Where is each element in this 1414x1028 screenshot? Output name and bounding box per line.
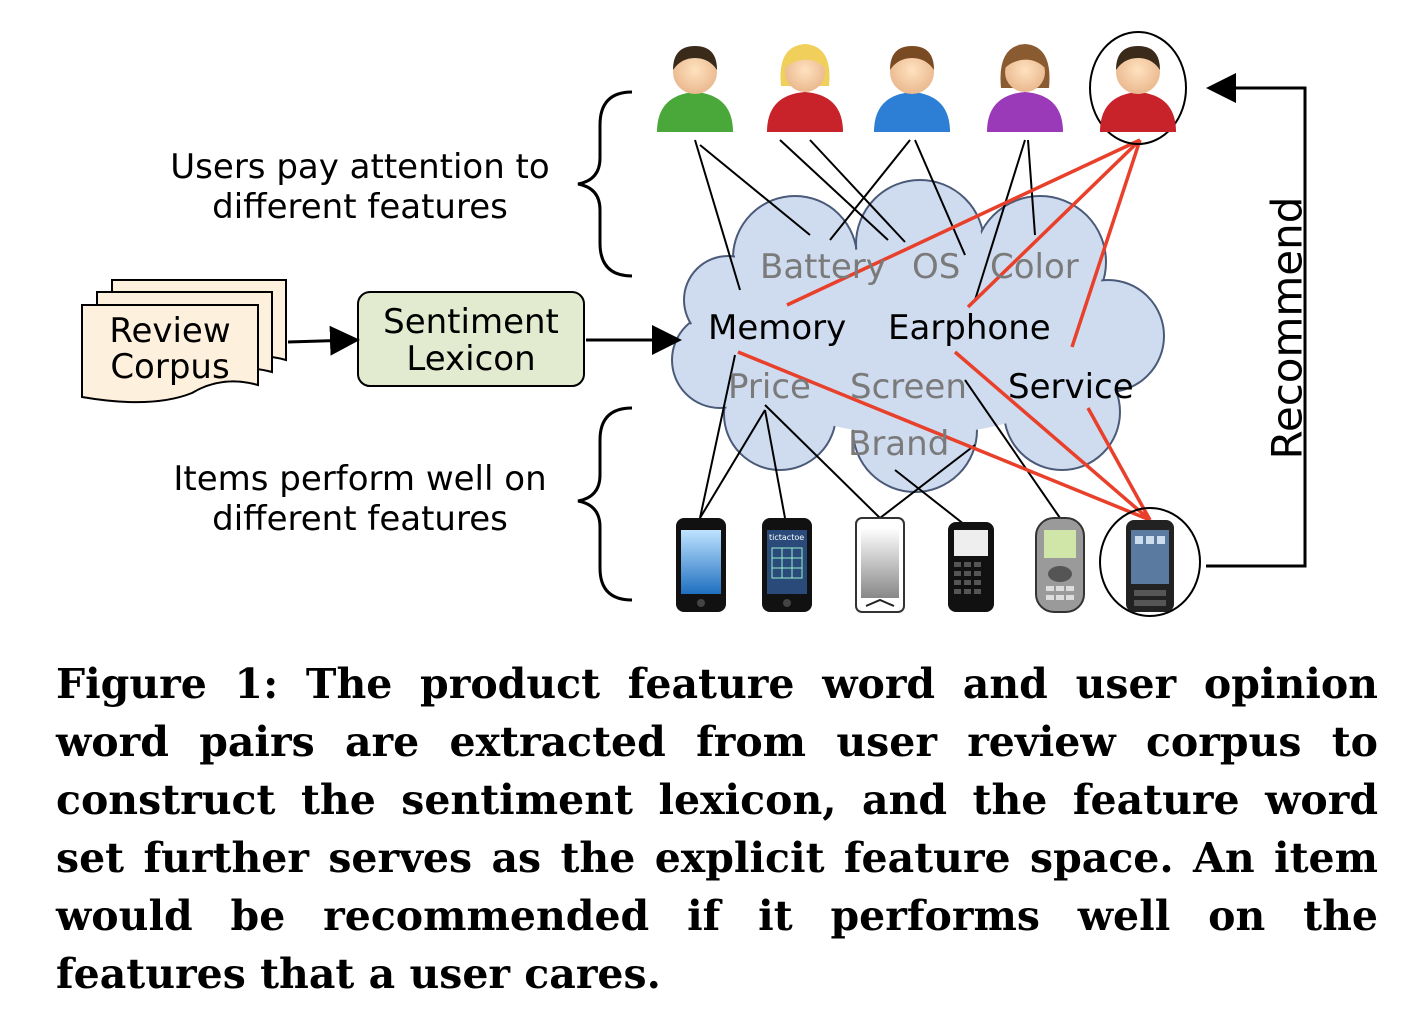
phone-icon xyxy=(948,522,994,612)
figure-diagram: Battery OS Color Memory Earphone Service… xyxy=(81,31,1312,617)
recommend-arrow xyxy=(1206,73,1307,568)
recommendation-path xyxy=(737,138,1152,522)
review-corpus-line1: Review xyxy=(109,311,230,351)
phone-icon xyxy=(676,518,726,612)
feature-earphone: Earphone xyxy=(888,308,1051,348)
feature-battery: Battery xyxy=(760,247,886,287)
target-phone-icon xyxy=(1099,507,1201,617)
phone-icon xyxy=(1035,517,1085,613)
user-icon xyxy=(987,44,1063,132)
feature-os: OS xyxy=(912,247,960,287)
review-corpus-line2: Corpus xyxy=(110,347,229,387)
item-feature-links xyxy=(699,354,1061,526)
sentiment-lexicon-box: Sentiment Lexicon xyxy=(357,291,585,387)
corpus-to-lexicon-arrow xyxy=(287,325,360,356)
user-icon xyxy=(874,46,950,132)
phone-icon: tictactoe xyxy=(762,518,812,612)
feature-service: Service xyxy=(1008,367,1134,407)
phone-screen-label: tictactoe xyxy=(769,533,804,542)
users-label-line2: different features xyxy=(212,187,508,227)
feature-brand: Brand xyxy=(848,424,949,464)
brace-icon xyxy=(577,90,633,602)
users-label-line1: Users pay attention to xyxy=(170,147,549,187)
sentiment-lexicon-line2: Lexicon xyxy=(406,339,535,379)
feature-memory: Memory xyxy=(708,308,846,348)
items-brace-label: Items perform well on different features xyxy=(173,459,546,539)
review-corpus-documents: Review Corpus xyxy=(81,279,287,404)
user-icon xyxy=(767,44,843,132)
target-user-icon xyxy=(1089,31,1187,145)
users-row xyxy=(657,31,1187,145)
users-brace-label: Users pay attention to different feature… xyxy=(170,147,549,227)
feature-screen: Screen xyxy=(850,367,967,407)
phone-icon xyxy=(855,517,905,613)
figure-caption: Figure 1: The product feature word and u… xyxy=(56,660,1378,998)
feature-labels: Battery OS Color Memory Earphone Service… xyxy=(708,247,1134,464)
user-icon xyxy=(657,46,733,132)
user-feature-links xyxy=(694,139,1036,301)
sentiment-lexicon-line1: Sentiment xyxy=(383,302,559,342)
recommend-label: Recommend xyxy=(1263,197,1312,460)
items-label-line1: Items perform well on xyxy=(173,459,546,499)
items-row: tictactoe xyxy=(676,507,1201,617)
flow-arrows xyxy=(287,73,1307,568)
feature-price: Price xyxy=(728,367,811,407)
items-label-line2: different features xyxy=(212,499,508,539)
feature-color: Color xyxy=(990,247,1079,287)
